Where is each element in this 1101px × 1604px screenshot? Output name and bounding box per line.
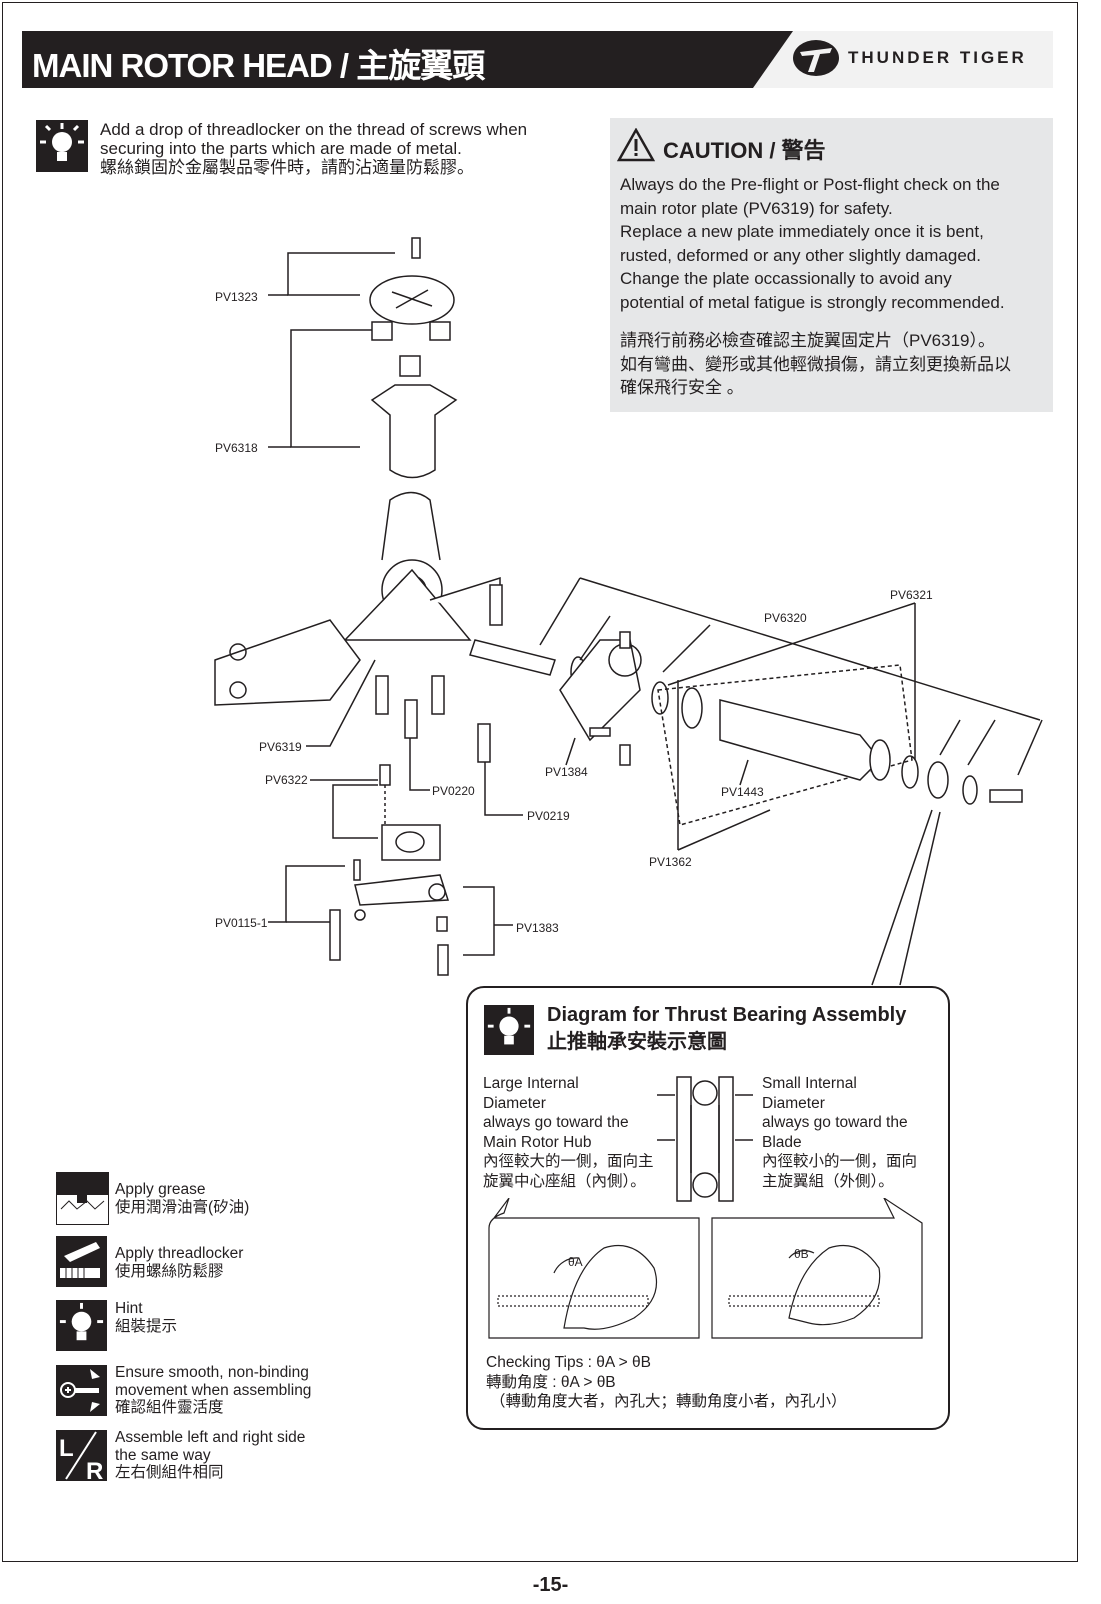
hint-line: 螺絲鎖固於金屬製品零件時，請酌沾適量防鬆膠。 [100, 158, 474, 177]
part-label-pv0219: PV0219 [527, 809, 570, 823]
thrust-bearing-cross-section [657, 1076, 753, 1202]
legend-line: Hint [115, 1300, 143, 1317]
checking-tips: Checking Tips : θA > θB 轉動角度 : θA > θB （… [486, 1353, 847, 1412]
part-label-pv6318: PV6318 [215, 441, 258, 455]
threadlocker-hint: Add a drop of threadlocker on the thread… [100, 120, 527, 177]
small-diameter-note: Small Internal Diameter always go toward… [762, 1074, 917, 1191]
legend-hint: Hint 組裝提示 [115, 1300, 177, 1335]
legend-grease: Apply grease 使用潤滑油膏(矽油) [115, 1181, 249, 1216]
page-number: -15- [532, 1574, 569, 1596]
legend-line: movement when assembling [115, 1381, 312, 1399]
svg-text:R: R [86, 1458, 103, 1481]
legend-line: Apply threadlocker [115, 1245, 244, 1262]
part-label-pv0115-1: PV0115-1 [215, 916, 268, 930]
note-line: 旋翼中心座組（內側）。 [483, 1172, 646, 1190]
caution-line: 如有彎曲、變形或其他輕微損傷，請立刻更換新品以 [620, 354, 1011, 374]
caution-line: Replace a new plate immediately once it … [620, 222, 984, 241]
brand-logo: THUNDER TIGER [792, 38, 1027, 78]
thrust-title-en: Diagram for Thrust Bearing Assembly [547, 1004, 907, 1026]
threadlocker-icon [56, 1236, 107, 1287]
thrust-bearing-box [466, 986, 950, 1430]
svg-text:L: L [59, 1435, 74, 1462]
legend-line: 使用螺絲防鬆膠 [115, 1262, 224, 1280]
note-line: always go toward the [483, 1114, 629, 1131]
hint-line: Add a drop of threadlocker on the thread… [100, 120, 528, 139]
note-line: Diameter [762, 1094, 825, 1112]
part-label-pv1383: PV1383 [516, 921, 559, 935]
part-label-pv0220: PV0220 [432, 784, 475, 798]
part-label-pv1384: PV1384 [545, 765, 588, 779]
legend-line: 左右側組件相同 [115, 1464, 224, 1481]
note-line: 主旋翼組（外側）。 [762, 1172, 894, 1190]
thrust-title: Diagram for Thrust Bearing Assembly 止推軸承… [547, 1002, 906, 1056]
caution-box [610, 118, 1053, 412]
page-title: MAIN ROTOR HEAD / 主旋翼頭 [32, 47, 485, 84]
legend-line: the same way [115, 1446, 211, 1464]
theta-a-label: θA [568, 1255, 583, 1269]
hint-line: securing into the parts which are made o… [100, 139, 462, 158]
warning-triangle-icon [617, 128, 655, 162]
caution-chinese: 請飛行前務必檢查確認主旋翼固定片（PV6319）。 如有彎曲、變形或其他輕微損傷… [620, 329, 1011, 400]
exploded-rotor-head-diagram [214, 237, 1043, 986]
tip-line: （轉動角度大者，內孔大；轉動角度小者，內孔小） [490, 1393, 847, 1410]
caution-line: rusted, deformed or any other slightly d… [620, 245, 981, 265]
legend-line: 組裝提示 [115, 1317, 178, 1335]
legend-threadlocker: Apply threadlocker 使用螺絲防鬆膠 [115, 1245, 243, 1280]
part-label-pv6321: PV6321 [890, 588, 933, 602]
tip-line: 轉動角度 : θA > θB [486, 1373, 616, 1391]
legend-line: Assemble left and right side [115, 1429, 306, 1446]
large-diameter-note: Large Internal Diameter always go toward… [483, 1074, 654, 1191]
legend-left-right: Assemble left and right side the same wa… [115, 1429, 305, 1482]
note-line: Large Internal [483, 1075, 579, 1092]
caution-line: 確保飛行安全 。 [620, 378, 744, 397]
legend-line: 確認組件靈活度 [115, 1399, 224, 1416]
thunder-tiger-logo-icon [793, 40, 839, 76]
note-line: always go toward the [762, 1114, 908, 1131]
caution-title: CAUTION / 警告 [663, 138, 826, 163]
caution-line: main rotor plate (PV6319) for safety. [620, 198, 893, 218]
note-line: Blade [762, 1133, 802, 1151]
grease-icon [56, 1172, 109, 1225]
caution-line: 請飛行前務必檢查確認主旋翼固定片（PV6319）。 [620, 331, 995, 350]
legend-line: Apply grease [115, 1181, 206, 1198]
part-label-pv6319: PV6319 [259, 740, 302, 754]
note-line: Diameter [483, 1094, 546, 1112]
hint-bulb-icon [484, 1005, 534, 1055]
part-label-pv6320: PV6320 [764, 611, 807, 625]
part-label-pv1362: PV1362 [649, 855, 692, 869]
part-label-pv1443: PV1443 [721, 785, 764, 799]
checking-tips-illustrations: θA θB [488, 1198, 923, 1339]
theta-b-label: θB [794, 1247, 809, 1261]
smooth-movement-icon [56, 1365, 107, 1416]
caution-line: potential of metal fatigue is strongly r… [620, 292, 1005, 312]
brand-name: THUNDER TIGER [848, 48, 1027, 67]
caution-line: Change the plate occassionally to avoid … [620, 269, 952, 288]
part-label-pv1323: PV1323 [215, 290, 258, 304]
tip-line: Checking Tips : θA > θB [486, 1354, 651, 1371]
note-line: Main Rotor Hub [483, 1133, 592, 1151]
thrust-title-zh: 止推軸承安裝示意圖 [547, 1031, 727, 1053]
part-label-pv6322: PV6322 [265, 773, 308, 787]
caution-line: Always do the Pre-flight or Post-flight … [620, 175, 1000, 194]
note-line: 內徑較大的一側，面向主 [483, 1153, 654, 1170]
legend-line: 使用潤滑油膏(矽油) [115, 1198, 250, 1216]
hint-bulb-icon [36, 120, 88, 172]
legend-smooth-movement: Ensure smooth, non-binding movement when… [115, 1364, 311, 1417]
page-header: MAIN ROTOR HEAD / 主旋翼頭 [22, 31, 1053, 88]
hint-bulb-icon [56, 1300, 107, 1351]
page-frame [2, 2, 1078, 1562]
caution-english: Always do the Pre-flight or Post-flight … [620, 173, 1005, 314]
note-line: Small Internal [762, 1075, 857, 1092]
legend-line: Ensure smooth, non-binding [115, 1364, 309, 1381]
note-line: 內徑較小的一側，面向 [762, 1153, 918, 1170]
